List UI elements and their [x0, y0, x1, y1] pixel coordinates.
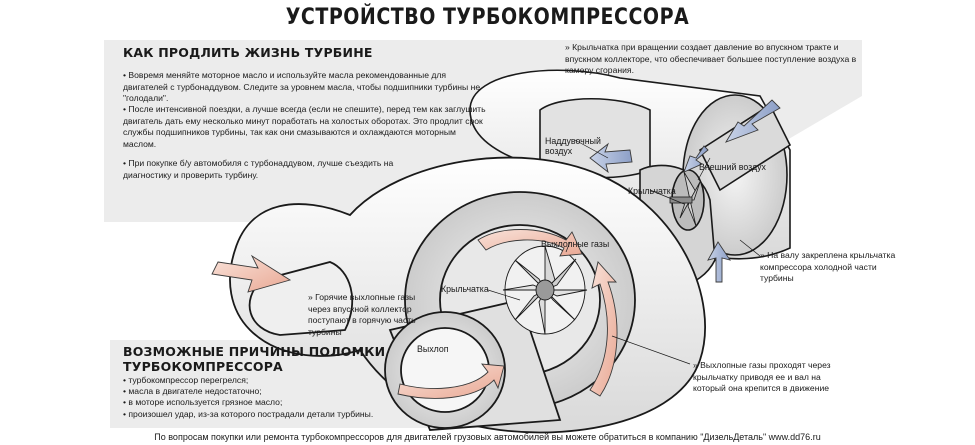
tip-diagnostics: • При покупке б/у автомобиля с турбонадд… [123, 158, 394, 180]
intake-gas-arrow [211, 254, 292, 293]
label-exhaust-gases: Выхлопные газы [541, 239, 610, 249]
inner-air-arrow [683, 145, 709, 173]
outside-air-arrow [724, 99, 781, 143]
label-impeller-cold: Крыльчатка [628, 186, 676, 196]
label-boost-air: Наддувочный воздух [545, 136, 601, 156]
label-impeller-hot: Крыльчатка [441, 284, 489, 294]
label-outside-air: Внешний воздух [699, 162, 766, 172]
list-item: • масла в двигателе недостаточно; [123, 386, 262, 397]
callout-exhaust: » Выхлопные газы проходят через крыльчат… [693, 360, 831, 393]
exhaust-out-arrow [397, 363, 505, 399]
list-item: • в моторе используется грязное масло; [123, 397, 283, 408]
callout-shaft: » На валу закреплена крыльчатка компресс… [760, 250, 896, 283]
leader-lines [487, 139, 761, 365]
compressor-wheel [669, 171, 701, 227]
gas-swirl-arrow [477, 229, 583, 257]
list-item: • турбокомпрессор перегрелся; [123, 375, 249, 385]
section-title-failure-causes: ВОЗМОЖНЫЕ ПРИЧИНЫ ПОЛОМКИ ТУРБОКОМПРЕССО… [123, 344, 385, 374]
gas-rise-arrow [589, 261, 618, 397]
callout-compressor-impeller: » Крыльчатка при вращении создает давлен… [565, 42, 857, 75]
hot-flow-arrows [211, 229, 618, 399]
cold-flow-arrows [589, 99, 781, 283]
failure-causes-list: • турбокомпрессор перегрелся; • масла в … [123, 375, 373, 420]
turbine-wheel [502, 245, 588, 335]
callout-hot-gas: » Горячие выхлопные газы через впускной … [308, 292, 416, 337]
failure-title-line-1: ВОЗМОЖНЫЕ ПРИЧИНЫ ПОЛОМКИ [123, 344, 386, 359]
section-title-extend-life: КАК ПРОДЛИТЬ ЖИЗНЬ ТУРБИНЕ [123, 45, 373, 60]
label-exhaust-out: Выхлоп [417, 344, 449, 354]
tip-oil: • Вовремя меняйте моторное масло и испол… [123, 70, 481, 103]
failure-title-line-2: ТУРБОКОМПРЕССОРА [123, 359, 283, 374]
boost-air-arrow [589, 142, 633, 174]
page-title: УСТРОЙСТВО ТУРБОКОМПРЕССОРА [285, 4, 690, 30]
list-item: • произошел удар, из-за которого пострад… [123, 408, 374, 419]
tip-idle: • После интенсивной поездки, а лучше все… [123, 104, 486, 149]
shaft-air-arrow [707, 241, 732, 283]
footer-contact: По вопросам покупки или ремонта турбоком… [154, 432, 821, 442]
